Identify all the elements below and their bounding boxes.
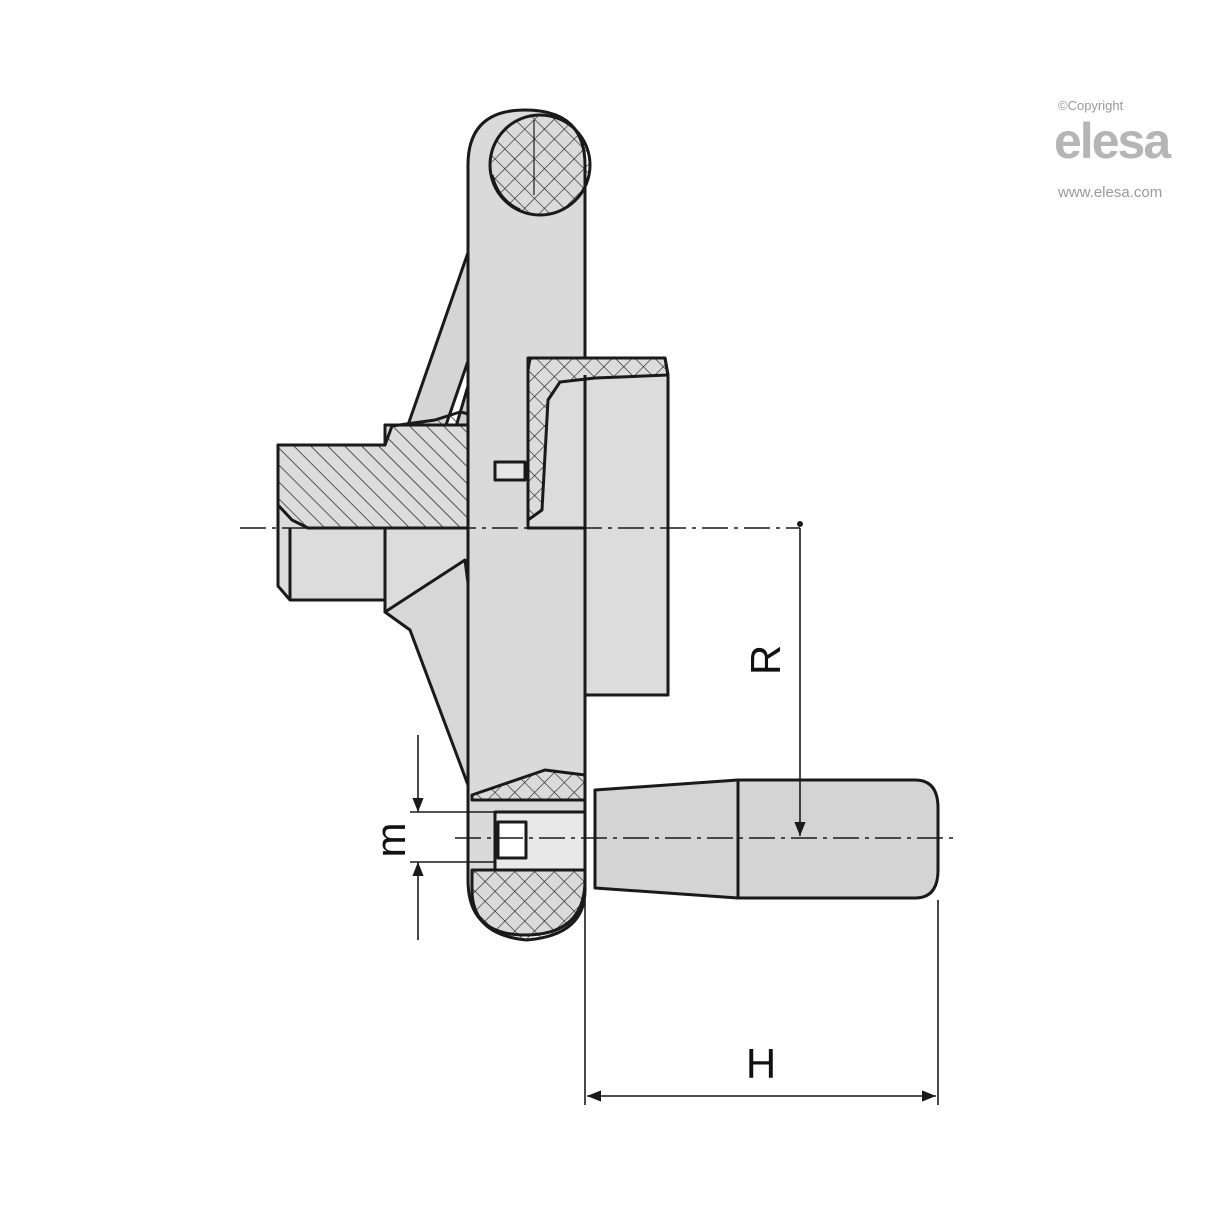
dimension-m: m [367,823,414,858]
handle-grip [593,778,940,900]
website-url: www.elesa.com [1058,184,1163,201]
rim-top-section [488,113,592,217]
dimension-h: H [746,1040,776,1087]
dimension-r: R [742,645,789,675]
copyright-label: ©Copyright [1058,98,1124,113]
elesa-logo: elesa [1054,113,1171,169]
rim-bottom-section [470,868,587,942]
grub-screw [493,460,527,482]
hub-cap-section [526,356,670,522]
